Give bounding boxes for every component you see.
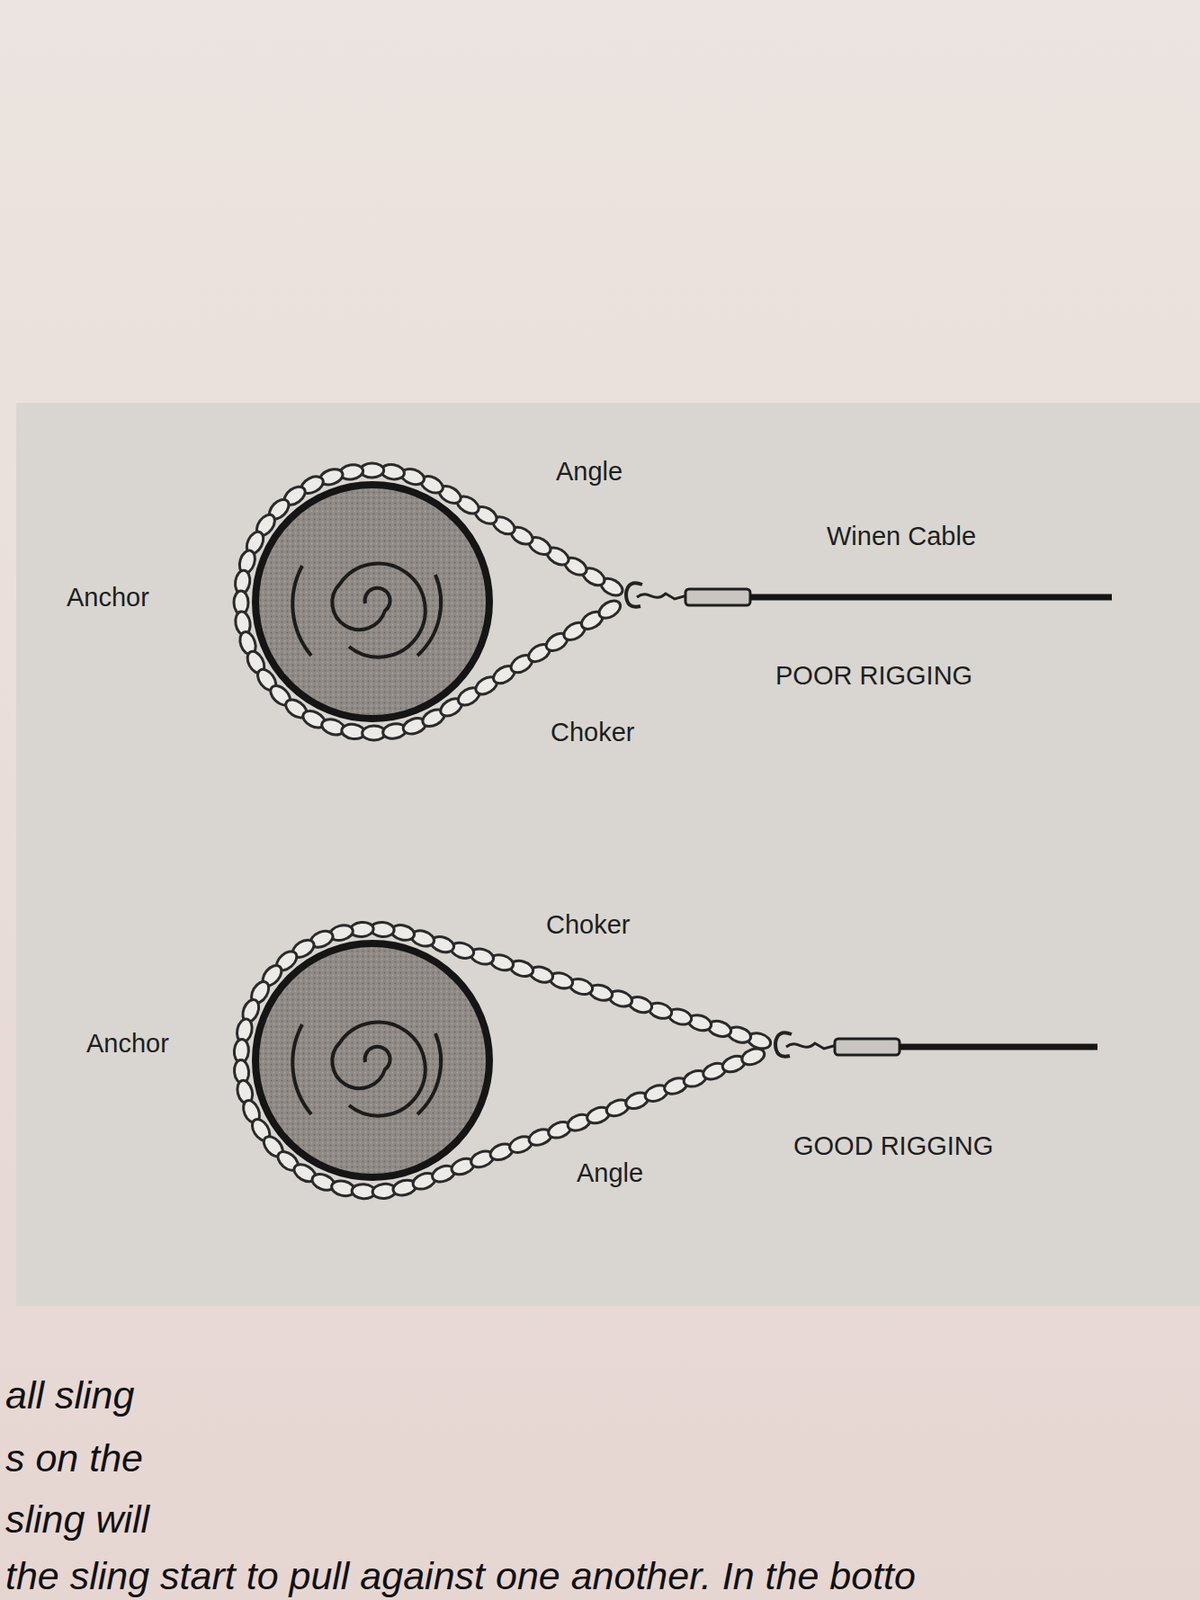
chain-link (596, 597, 625, 622)
angle-label: Angle (576, 1158, 644, 1189)
body-text: sling will (5, 1497, 150, 1542)
anchor-label: Anchor (66, 582, 150, 613)
angle-label: Angle (555, 456, 623, 487)
ferrule (834, 1038, 900, 1056)
log-rig (233, 463, 1112, 741)
rigging-caption: GOOD RIGGING (793, 1131, 994, 1162)
log-grain (292, 564, 441, 658)
log (255, 943, 490, 1178)
hook-eye (786, 1043, 837, 1049)
log-grain (292, 1022, 441, 1117)
cable-label: Winen Cable (826, 521, 977, 552)
log (255, 484, 490, 719)
winch-cable (899, 1044, 1098, 1051)
anchor-label: Anchor (86, 1029, 170, 1059)
winch-cable (750, 594, 1112, 601)
hook-eye (636, 593, 688, 600)
ferrule (685, 589, 751, 606)
body-text: s on the (5, 1436, 144, 1481)
rigging-caption: POOR RIGGING (775, 661, 973, 691)
choker-label: Choker (550, 717, 636, 748)
chain-link (739, 1046, 767, 1068)
body-text: the sling start to pull against one anot… (5, 1554, 916, 1599)
log-rig (232, 921, 1098, 1200)
choker-label: Choker (546, 910, 631, 941)
body-text: all sling (5, 1373, 135, 1418)
